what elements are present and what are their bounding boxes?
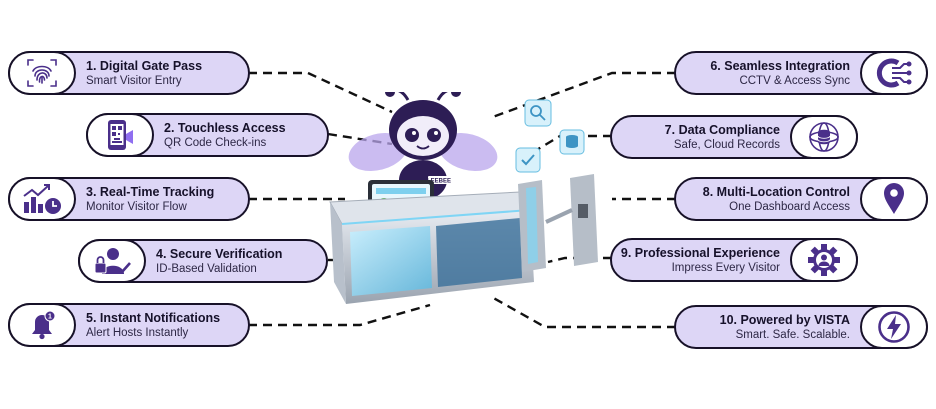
feature-title: 8. Multi-Location Control (702, 185, 850, 199)
feature-title: 6. Seamless Integration (710, 59, 850, 73)
mascot-badge: LEEBEE (427, 179, 451, 185)
feature-subtitle: Alert Hosts Instantly (86, 327, 189, 339)
feature-title: 4. Secure Verification (156, 247, 283, 261)
feature-subtitle: Safe, Cloud Records (673, 139, 780, 151)
access-turnstiles (518, 174, 598, 272)
user-lock-check-icon (78, 239, 146, 283)
feature-subtitle: QR Code Check-ins (164, 137, 267, 149)
feature-title: 10. Powered by VISTA (719, 313, 850, 327)
reception-illustration: LEEBEE (329, 92, 598, 304)
gear-person-icon (790, 238, 858, 282)
bell-icon: 1 (8, 303, 76, 347)
feature-title: 9. Professional Experience (620, 246, 780, 260)
search-icon (524, 99, 552, 127)
lightning-icon (860, 305, 928, 349)
feature-title: 5. Instant Notifications (86, 311, 221, 325)
circuit-icon (860, 51, 928, 95)
feature-card-10: 10. Powered by VISTA Smart. Safe. Scalab… (674, 305, 928, 349)
feature-card-8: 8. Multi-Location Control One Dashboard … (674, 177, 928, 221)
database-icon (559, 129, 585, 155)
feature-card-9: 9. Professional Experience Impress Every… (610, 238, 858, 282)
database-globe-icon (790, 115, 858, 159)
svg-text:1: 1 (48, 314, 52, 321)
feature-card-2: 2. Touchless Access QR Code Check-ins (86, 113, 329, 157)
feature-title: 3. Real-Time Tracking (86, 185, 215, 199)
feature-subtitle: CCTV & Access Sync (739, 75, 850, 87)
feature-title: 1. Digital Gate Pass (86, 59, 203, 73)
feature-subtitle: Monitor Visitor Flow (86, 201, 187, 213)
feature-card-3: 3. Real-Time Tracking Monitor Visitor Fl… (8, 177, 250, 221)
feature-card-7: 7. Data Compliance Safe, Cloud Records (610, 115, 858, 159)
feature-subtitle: ID-Based Validation (156, 263, 257, 275)
feature-subtitle: Smart. Safe. Scalable. (735, 329, 850, 341)
feature-title: 2. Touchless Access (164, 121, 286, 135)
fingerprint-icon (8, 51, 76, 95)
reception-desk (329, 191, 534, 304)
feature-card-6: 6. Seamless Integration CCTV & Access Sy… (674, 51, 928, 95)
feature-card-5: 1 5. Instant Notifications Alert Hosts I… (8, 303, 250, 347)
feature-card-1: 1. Digital Gate Pass Smart Visitor Entry (8, 51, 250, 95)
analytics-clock-icon (8, 177, 76, 221)
feature-subtitle: Smart Visitor Entry (86, 75, 182, 87)
feature-title: 7. Data Compliance (664, 123, 780, 137)
feature-card-4: 4. Secure Verification ID-Based Validati… (78, 239, 328, 283)
qr-phone-icon (86, 113, 154, 157)
bee-mascot: LEEBEE (348, 92, 498, 200)
checkbox-icon (515, 147, 541, 173)
location-pin-icon (860, 177, 928, 221)
feature-subtitle: One Dashboard Access (729, 201, 850, 213)
feature-subtitle: Impress Every Visitor (671, 262, 780, 274)
